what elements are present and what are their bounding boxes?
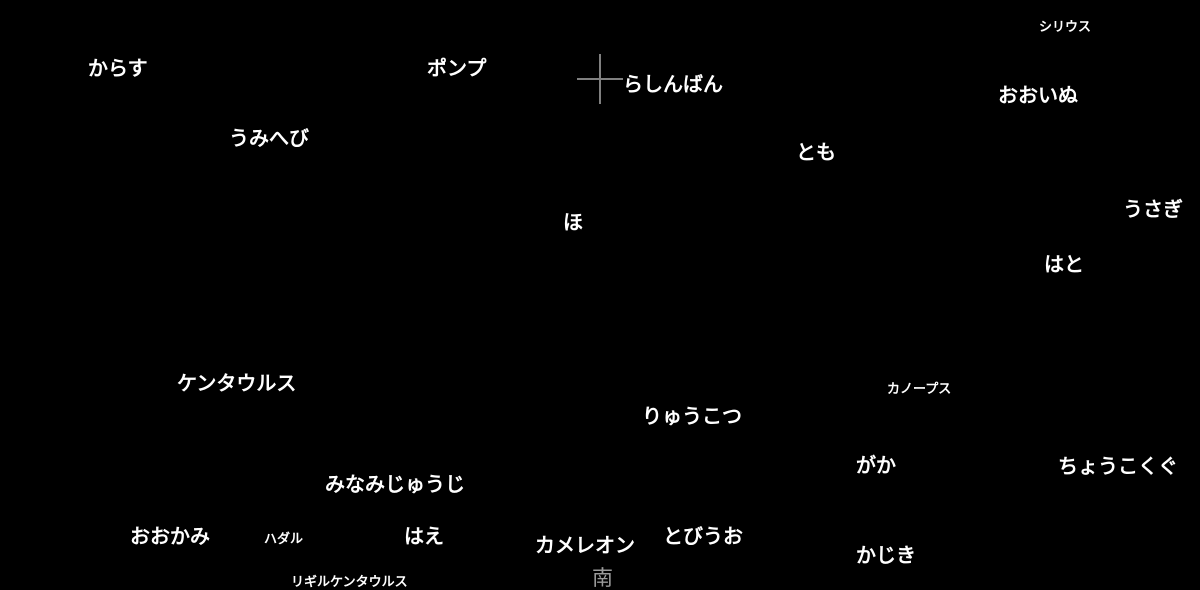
crosshair-vertical-line	[599, 54, 601, 104]
constellation-label[interactable]: はと	[1044, 252, 1084, 276]
star-label[interactable]: リギルケンタウルス	[291, 575, 408, 590]
constellation-label[interactable]: うみへび	[229, 126, 309, 150]
constellation-label[interactable]: うさぎ	[1123, 197, 1183, 221]
crosshair-icon	[577, 54, 623, 104]
constellation-label[interactable]: からす	[88, 56, 148, 80]
constellation-label[interactable]: ポンプ	[427, 56, 487, 80]
constellation-label[interactable]: ちょうこくぐ	[1058, 454, 1178, 478]
constellation-label[interactable]: とも	[796, 140, 836, 164]
constellation-label[interactable]: がか	[856, 453, 896, 477]
constellation-label[interactable]: ほ	[563, 210, 583, 234]
star-label[interactable]: シリウス	[1039, 20, 1092, 35]
constellation-label[interactable]: はえ	[404, 524, 444, 548]
constellation-label[interactable]: らしんばん	[623, 72, 723, 96]
constellation-label[interactable]: とびうお	[663, 524, 743, 548]
cardinal-point-label[interactable]: 南	[592, 566, 613, 590]
constellation-label[interactable]: みなみじゅうじ	[325, 472, 465, 496]
constellation-label[interactable]: カメレオン	[535, 533, 635, 557]
constellation-label[interactable]: おおいぬ	[998, 83, 1078, 107]
constellation-label[interactable]: おおかみ	[130, 524, 210, 548]
constellation-label[interactable]: ケンタウルス	[177, 371, 297, 395]
constellation-label[interactable]: りゅうこつ	[642, 404, 742, 428]
constellation-label[interactable]: かじき	[856, 543, 916, 567]
star-label[interactable]: ハダル	[264, 532, 304, 547]
star-label[interactable]: カノープス	[887, 382, 952, 397]
crosshair-horizontal-line	[577, 78, 623, 80]
